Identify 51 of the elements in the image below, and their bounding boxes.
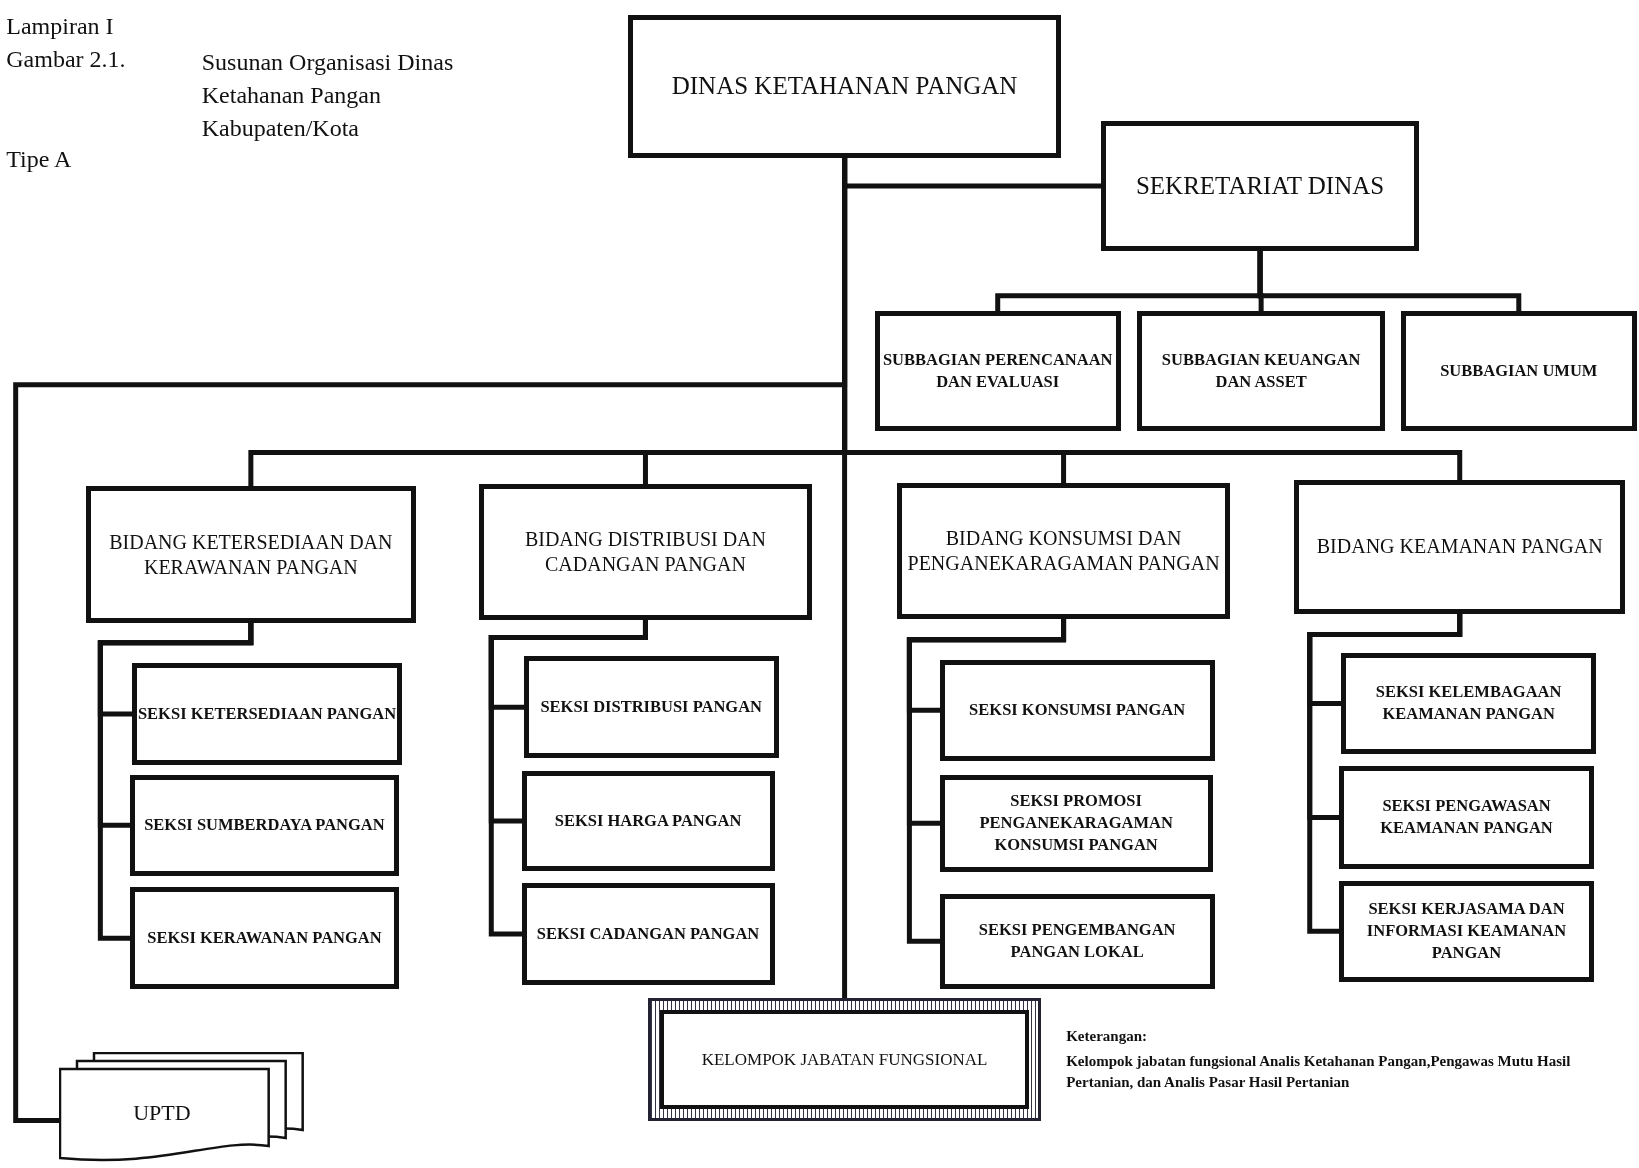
section-box bbox=[1339, 881, 1595, 982]
node-text: SEKSI PENGEMBANGAN PANGAN LOKAL bbox=[977, 919, 1177, 964]
section-box bbox=[131, 662, 403, 766]
section-box bbox=[939, 893, 1215, 989]
node-text: SUBBAGIAN PERENCANAAN DAN EVALUASI bbox=[881, 348, 1114, 394]
node-text: SEKRETARIAT DINAS bbox=[1135, 171, 1385, 201]
section-box bbox=[129, 774, 400, 876]
note-heading: Keterangan: bbox=[1066, 1027, 1147, 1047]
division-box bbox=[478, 483, 813, 620]
section-box bbox=[1339, 766, 1595, 869]
node-text: BIDANG KETERSEDIAAN DAN KERAWANAN PANGAN bbox=[108, 529, 394, 580]
functional-group-box bbox=[648, 998, 1042, 1121]
type-label: Tipe A bbox=[6, 146, 72, 174]
head-office-box bbox=[628, 14, 1061, 158]
section-box bbox=[1341, 653, 1597, 754]
annex-label: Lampiran I bbox=[6, 12, 114, 40]
note-text: Kelompok jabatan fungsional Analis Ketahanan Pangan,Pengawas Mutu Hasil Pertanian, dan Analis Pasar Hasil Pertanian bbox=[1066, 1051, 1572, 1093]
node-text: BIDANG DISTRIBUSI DAN CADANGAN PANGAN bbox=[523, 526, 767, 577]
division-box bbox=[85, 486, 416, 623]
section-box bbox=[939, 659, 1215, 761]
section-box bbox=[523, 656, 779, 758]
node-text: SEKSI KONSUMSI PANGAN bbox=[969, 699, 1186, 722]
node-text: BIDANG KONSUMSI DAN PENGANEKARAGAMAN PANGAN bbox=[906, 525, 1221, 576]
section-box bbox=[521, 771, 775, 871]
node-text: SEKSI KERAWANAN PANGAN bbox=[147, 927, 382, 949]
node-text: SEKSI DISTRIBUSI PANGAN bbox=[540, 696, 762, 718]
node-text: SEKSI PENGAWASAN KEAMANAN PANGAN bbox=[1379, 795, 1554, 840]
node-text: SEKSI SUMBERDAYA PANGAN bbox=[144, 814, 385, 837]
node-text: UPTD bbox=[133, 1100, 191, 1126]
node-text: SEKSI CADANGAN PANGAN bbox=[536, 922, 760, 945]
node-text: DINAS KETAHANAN PANGAN bbox=[671, 71, 1018, 101]
section-box bbox=[129, 887, 400, 989]
node-text: SUBBAGIAN UMUM bbox=[1440, 359, 1598, 382]
division-box bbox=[896, 482, 1231, 619]
node-text: SEKSI KERJASAMA DAN INFORMASI KEAMANAN PANGAN bbox=[1365, 897, 1568, 965]
section-box bbox=[521, 883, 775, 985]
subsection-box bbox=[1400, 311, 1637, 431]
node-text: SEKSI KELEMBAGAAN KEAMANAN PANGAN bbox=[1374, 681, 1563, 726]
figure-number: Gambar 2.1. bbox=[6, 46, 126, 73]
division-box bbox=[1294, 479, 1626, 614]
subsection-box bbox=[874, 311, 1121, 431]
head-office-box bbox=[1100, 121, 1420, 251]
inner-frame: KELOMPOK JABATAN FUNGSIONAL bbox=[660, 1010, 1030, 1109]
node-text: SUBBAGIAN KEUANGAN DAN ASSET bbox=[1160, 348, 1362, 394]
subsection-box bbox=[1137, 311, 1385, 431]
node-text: BIDANG KEAMANAN PANGAN bbox=[1316, 534, 1603, 560]
section-box bbox=[939, 774, 1213, 872]
node-text: SEKSI KETERSEDIAAN PANGAN bbox=[137, 702, 397, 725]
node-text: SEKSI PROMOSI PENGANEKARAGAMAN KONSUMSI PANGAN bbox=[978, 789, 1174, 857]
node-text: SEKSI HARGA PANGAN bbox=[554, 809, 742, 832]
figure-title: Susunan Organisasi Dinas Ketahanan Pangan Kabupaten/Kota bbox=[201, 48, 455, 143]
